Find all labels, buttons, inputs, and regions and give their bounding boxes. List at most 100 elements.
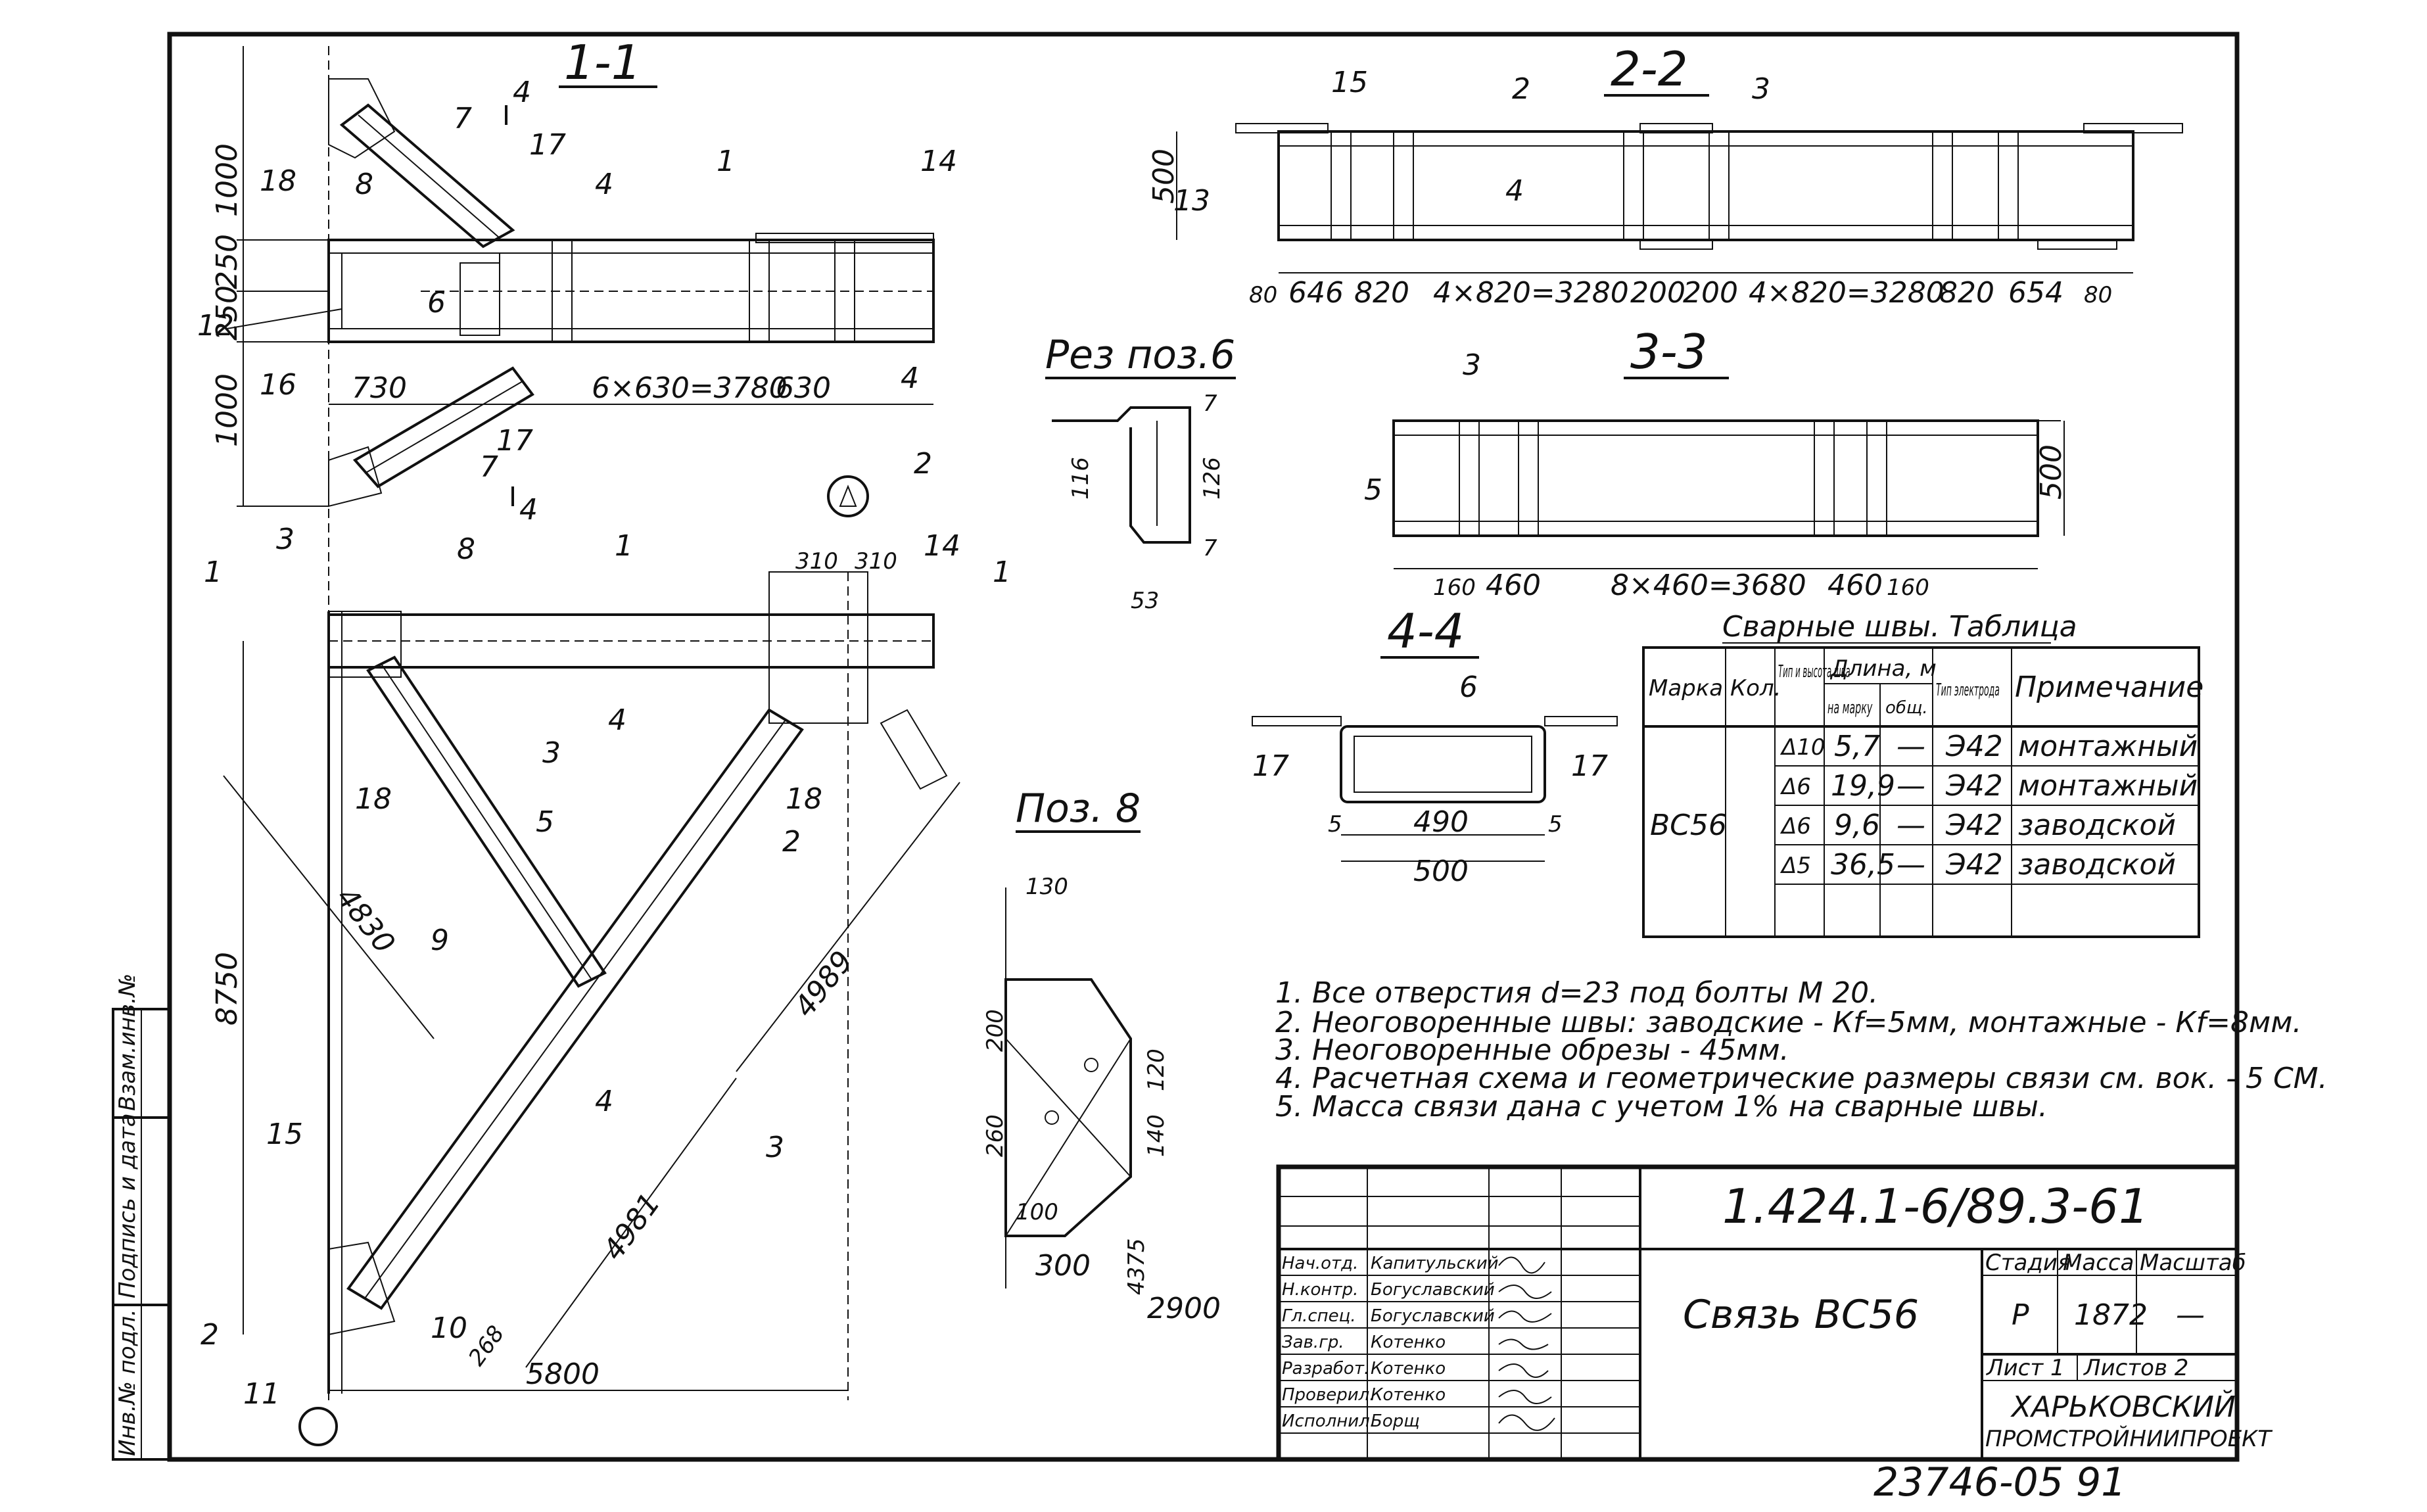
dim-260-poz8: 260 <box>982 1114 1008 1157</box>
cut-3-top: 3 <box>276 523 295 556</box>
section-3-3-title: 3-3 <box>1630 324 1708 379</box>
th-dlina: Длина, м <box>1829 655 1937 682</box>
dim-200-b: 200 <box>1683 276 1738 310</box>
dim-8x460: 8×460=3680 <box>1611 569 1806 602</box>
cut-2-right: 2 <box>914 447 932 481</box>
dim-820-a: 820 <box>1354 276 1409 310</box>
marker-3: 3 <box>542 736 561 770</box>
marker-15-2-2: 15 <box>1331 66 1368 99</box>
dim-490: 490 <box>1413 805 1469 839</box>
note-4: 4. Расчетная схема и геометрические разм… <box>1275 1062 2328 1095</box>
marker-9: 9 <box>431 924 449 957</box>
marker-7-rez-a: 7 <box>1203 390 1217 417</box>
marker-18-upper: 18 <box>260 164 296 198</box>
marker-1-upper: 1 <box>717 145 735 178</box>
marker-7-lower: 7 <box>480 450 498 484</box>
rez-poz6-title: Рез поз.6 <box>1045 332 1235 378</box>
marker-1-main: 1 <box>615 529 633 563</box>
note-3: 3. Неоговоренные обрезы - 45мм. <box>1275 1033 1789 1067</box>
dim-2900: 2900 <box>1147 1292 1221 1325</box>
marker-18-left: 18 <box>355 782 392 816</box>
dim-310-b: 310 <box>855 548 897 575</box>
side-stamp-inv: Инв.№ подл. <box>114 1309 141 1456</box>
dim-6x630: 6×630=3780 <box>592 371 788 405</box>
title-block: 1.424.1-6/89.3-61 Связь ВС56 Стадия Масс… <box>1276 1164 2273 1462</box>
view-3-3: 3-3 500 160 460 8×460=3680 460 160 3 5 <box>1364 324 2068 602</box>
poz8-title: Поз. 8 <box>1016 786 1141 832</box>
td-r4-el: Э42 <box>1945 848 2003 882</box>
dim-820-b: 820 <box>1939 276 1994 310</box>
mass-value: 1872 <box>2074 1298 2148 1332</box>
dim-630: 630 <box>776 371 831 405</box>
marker-17-upper: 17 <box>529 128 566 162</box>
th-marka: Марка <box>1649 675 1723 701</box>
dim-130: 130 <box>1025 874 1068 900</box>
marker-4-right: 4 <box>901 362 919 395</box>
weld-table: Сварные швы. Таблица Марка Кол. Тип и вы… <box>1642 610 2203 938</box>
marker-7-upper: 7 <box>454 102 472 135</box>
cut-4-bottom: 4 <box>519 493 538 527</box>
side-stamp-sign: Подпись и дата <box>114 1113 141 1298</box>
note-5: 5. Масса связи дана с учетом 1% на сварн… <box>1275 1090 2048 1123</box>
note-1: 1. Все отверстия d=23 под болты М 20. <box>1275 976 1878 1010</box>
th-prim: Примечание <box>2015 671 2203 704</box>
marker-4-lower: 4 <box>595 1085 613 1118</box>
dim-140-poz8: 140 <box>1143 1114 1169 1157</box>
td-r4-note: заводской <box>2018 848 2176 882</box>
main-elevation: 8 1 14 4 18 18 3 5 2 9 4 15 10 11 8750 5… <box>200 447 1011 1446</box>
side-stamp-vzam: Взам.инв.№ <box>114 974 141 1111</box>
dim-116: 116 <box>1068 457 1094 500</box>
marker-6-view11: 6 <box>427 286 446 319</box>
section-2-2-title: 2-2 <box>1611 41 1688 97</box>
td-r2-total: — <box>1897 769 1925 803</box>
dim-4830: 4830 <box>329 881 401 960</box>
role-3: Гл.спец. <box>1282 1306 1356 1326</box>
view-1-1: 1-1 1000 250 250 1000 730 <box>197 35 957 1400</box>
dim-1000-bottom: 1000 <box>210 373 244 447</box>
dim-80-left: 80 <box>1249 282 1277 308</box>
sheet-frame <box>167 32 2240 1462</box>
dim-500-3-3: 500 <box>2035 444 2068 500</box>
dim-4375: 4375 <box>1123 1238 1150 1295</box>
marker-5: 5 <box>536 805 554 839</box>
weld-table-title: Сварные швы. Таблица <box>1722 610 2077 644</box>
marker-6-4-4: 6 <box>1459 671 1478 704</box>
dim-646: 646 <box>1288 276 1344 310</box>
td-r3-len: 9,6 <box>1834 809 1880 842</box>
td-r3-total: — <box>1897 809 1925 842</box>
cut-3-bottom: 3 <box>766 1131 784 1164</box>
section-1-1-title: 1-1 <box>564 35 642 90</box>
dim-4981: 4981 <box>597 1187 667 1267</box>
dim-460-right: 460 <box>1827 569 1883 602</box>
sheets-total: Листов 2 <box>2083 1355 2188 1381</box>
dim-460-left: 460 <box>1486 569 1541 602</box>
role-4: Зав.гр. <box>1282 1333 1344 1352</box>
td-r2-note: монтажный <box>2018 769 2198 803</box>
td-r4-len: 36,5 <box>1831 848 1895 882</box>
mass-label: Масса <box>2063 1250 2134 1276</box>
th-obsh: общ. <box>1885 698 1928 718</box>
scale-label: Масштаб <box>2140 1250 2246 1276</box>
marker-15: 15 <box>266 1118 303 1151</box>
dim-654: 654 <box>2008 276 2063 310</box>
marker-13: 13 <box>1173 184 1210 218</box>
dim-4x820-a: 4×820=3280 <box>1433 276 1629 310</box>
marker-14-main: 14 <box>924 529 960 563</box>
role-2: Н.контр. <box>1282 1280 1358 1300</box>
signature-scribble <box>1498 1256 1555 1431</box>
name-7: Борщ <box>1371 1411 1420 1431</box>
dim-310-a: 310 <box>795 548 838 575</box>
dim-200-a: 200 <box>1630 276 1685 310</box>
dim-8750: 8750 <box>210 952 244 1026</box>
dim-53: 53 <box>1131 588 1159 614</box>
name-4: Котенко <box>1371 1333 1446 1352</box>
name-1: Капитульский <box>1371 1254 1499 1273</box>
view-4-4: 4-4 490 500 5 5 6 17 17 <box>1252 603 1618 888</box>
dim-4x820-b: 4×820=3280 <box>1749 276 1944 310</box>
dim-1000-top: 1000 <box>210 143 244 217</box>
marker-3-3-3: 3 <box>1463 348 1481 382</box>
role-1: Нач.отд. <box>1282 1254 1358 1273</box>
dim-268: 268 <box>463 1321 510 1371</box>
role-5: Разработ. <box>1282 1359 1369 1379</box>
marker-8-main: 8 <box>457 532 475 566</box>
